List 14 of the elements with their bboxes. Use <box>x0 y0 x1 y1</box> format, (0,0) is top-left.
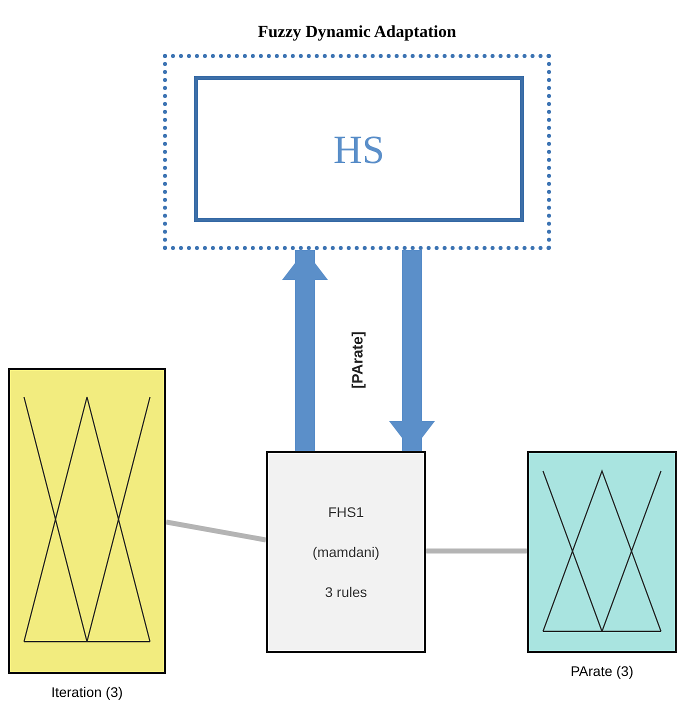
process-box <box>194 76 524 222</box>
inference-box <box>266 451 426 653</box>
block-arrow <box>282 250 328 451</box>
diagram-heading: Fuzzy Dynamic Adaptation <box>258 22 456 42</box>
input-label: Iteration (3) <box>51 684 123 700</box>
box-label: 3 rules <box>324 584 368 600</box>
box-label: (mamdani) <box>312 544 380 560</box>
box-label: HS <box>333 126 385 172</box>
box-label: FHS1 <box>328 504 364 520</box>
block-arrow <box>389 250 435 451</box>
connector-line <box>426 548 527 554</box>
input-label: PArate (3) <box>570 663 634 679</box>
edge-label: [PArate] <box>350 331 366 389</box>
connector-line <box>166 520 266 542</box>
